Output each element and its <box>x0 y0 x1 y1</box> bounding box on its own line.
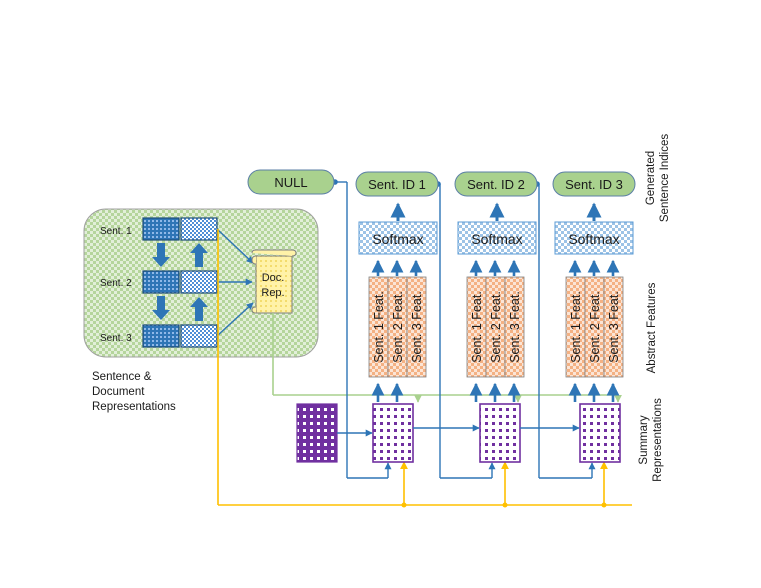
summary-block-3 <box>579 403 621 463</box>
sentence-encoder-3 <box>142 324 218 348</box>
output-node-1-label: Sent. ID 1 <box>368 177 426 192</box>
output-node-3-label: Sent. ID 3 <box>565 177 623 192</box>
sentence-label-1: Sent. 1 <box>100 226 132 237</box>
encoder-vertical-arrows <box>152 243 208 321</box>
doc-rep-input-arrows <box>216 228 254 337</box>
generated-indices-label-line1: Generated <box>645 151 657 205</box>
orange-sentence-bus <box>217 229 632 506</box>
summary-recurrent-arrows <box>337 424 580 437</box>
orange-bus-junctions <box>401 502 607 508</box>
output-node-1 <box>355 171 439 197</box>
feature-group-2 <box>466 276 525 378</box>
softmax-label-2: Softmax <box>471 231 522 247</box>
feature-softmax-arrows <box>371 259 620 276</box>
sentence-label-3: Sent. 3 <box>100 333 132 344</box>
feedback-lines <box>335 181 596 479</box>
summary-block-1 <box>372 403 414 463</box>
summary-block-2 <box>479 403 521 463</box>
summary-reps-label-line1: Summary <box>638 415 650 464</box>
feature-1-sent-3: Sent. 3 Feat. <box>410 291 424 363</box>
feature-2-sent-3: Sent. 3 Feat. <box>508 291 522 363</box>
generated-indices-label-line2: Sentence Indices <box>659 134 671 222</box>
summary-reps-label-line2: Representations <box>652 398 664 482</box>
softmax-output-arrows <box>390 202 602 221</box>
green-doc-bus <box>272 313 622 403</box>
sentence-encoder-2 <box>142 270 218 294</box>
feature-group-3 <box>565 276 624 378</box>
feature-1-sent-1: Sent. 1 Feat. <box>372 291 386 363</box>
feature-2-sent-2: Sent. 2 Feat. <box>489 291 503 363</box>
softmax-box-2 <box>457 221 537 255</box>
softmax-label-1: Softmax <box>372 231 423 247</box>
feature-1-sent-2: Sent. 2 Feat. <box>391 291 405 363</box>
abstract-features-label: Abstract Features <box>646 282 658 373</box>
feature-group-1 <box>368 276 427 378</box>
null-label: NULL <box>274 175 307 190</box>
softmax-label-3: Softmax <box>568 231 619 247</box>
sentence-label-2: Sent. 2 <box>100 278 132 289</box>
null-node <box>247 169 335 195</box>
softmax-box-1 <box>358 221 438 255</box>
left-caption-line1: Sentence & <box>92 371 152 383</box>
summary-feature-arrows <box>371 382 620 402</box>
sentence-encoder-1 <box>142 217 218 241</box>
output-node-3 <box>552 171 636 197</box>
left-caption-line2: Document <box>92 386 145 398</box>
doc-rep-scroll <box>251 249 297 314</box>
softmax-box-3 <box>554 221 634 255</box>
feature-2-sent-1: Sent. 1 Feat. <box>470 291 484 363</box>
summary-initial-block <box>296 403 338 463</box>
doc-rep-label-line1: Doc. <box>262 272 285 284</box>
feature-3-sent-3: Sent. 3 Feat. <box>607 291 621 363</box>
feature-3-sent-1: Sent. 1 Feat. <box>569 291 583 363</box>
left-caption-line3: Representations <box>92 401 176 413</box>
feature-3-sent-2: Sent. 2 Feat. <box>588 291 602 363</box>
output-node-2-label: Sent. ID 2 <box>467 177 525 192</box>
doc-rep-label-line2: Rep. <box>261 287 284 299</box>
output-node-2 <box>454 171 538 197</box>
